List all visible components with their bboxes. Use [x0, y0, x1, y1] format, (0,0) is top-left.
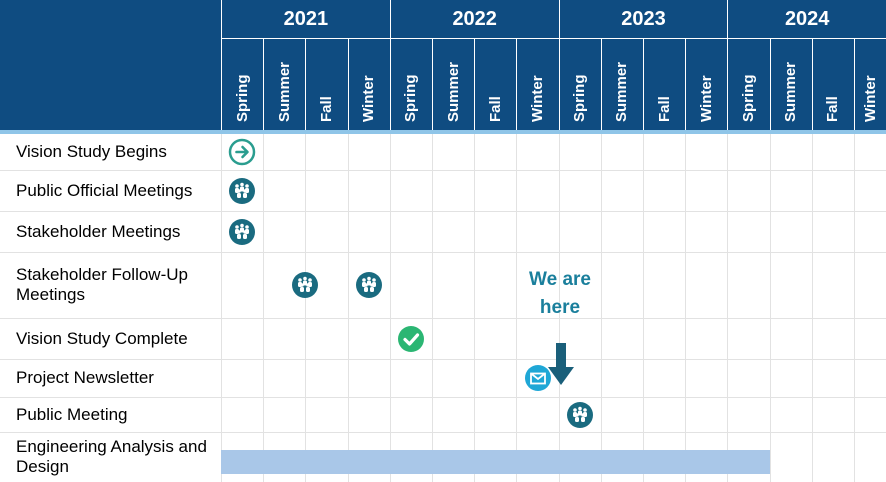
header-corner — [0, 0, 221, 130]
we-are-here-text: We are here — [510, 266, 610, 322]
grid-column-line — [769, 134, 771, 482]
grid-column-line — [389, 134, 391, 482]
season-header: Summer — [263, 38, 306, 130]
group-icon — [229, 218, 256, 245]
task-label: Stakeholder Meetings — [16, 221, 181, 241]
header-divider — [0, 130, 886, 134]
grid-row-line — [0, 397, 886, 398]
season-header: Winter — [854, 38, 886, 130]
season-label: Spring — [233, 74, 251, 123]
mail-icon — [524, 365, 551, 391]
season-header: Spring — [389, 38, 432, 130]
grid-row-line — [0, 318, 886, 319]
grid-column-line — [854, 134, 855, 482]
group-icon — [292, 272, 319, 298]
grid-column-line — [727, 134, 729, 482]
grid-column-line — [685, 134, 687, 482]
engineering-design-bar — [221, 450, 770, 474]
grid-row-line — [0, 211, 886, 212]
grid-column-line — [474, 134, 476, 482]
task-label: Vision Study Begins — [16, 142, 167, 161]
grid-row-line — [0, 359, 886, 360]
season-label: Winter — [697, 75, 715, 122]
grid-column-line — [305, 134, 307, 482]
grid-column-line — [221, 134, 222, 482]
season-header: Fall — [474, 38, 517, 130]
season-label: Winter — [861, 75, 879, 122]
grid-column-line — [643, 134, 644, 482]
grid-column-line — [558, 134, 560, 482]
season-header: Summer — [769, 38, 812, 130]
season-label: Fall — [317, 96, 335, 122]
year-header-2022: 2022 — [389, 0, 559, 38]
season-label: Spring — [402, 74, 420, 123]
grid-column-line — [516, 134, 518, 482]
season-label: Summer — [782, 61, 800, 122]
grid-column-line — [811, 134, 813, 482]
group-icon — [229, 177, 256, 204]
season-label: Fall — [486, 96, 504, 122]
we-are-here-line2: here — [539, 297, 581, 318]
season-header: Winter — [347, 38, 390, 130]
grid-column-line — [347, 134, 349, 482]
season-label: Summer — [444, 61, 462, 122]
season-header: Fall — [811, 38, 854, 130]
season-header: Spring — [558, 38, 601, 130]
down-arrow-icon — [548, 343, 574, 385]
grid-row-line — [0, 252, 886, 253]
check-circle-icon — [397, 325, 424, 352]
season-label: Spring — [739, 74, 757, 123]
season-label: Summer — [275, 61, 293, 122]
grid-column-line — [263, 134, 265, 482]
season-header: Spring — [221, 38, 264, 130]
group-icon — [566, 401, 593, 428]
season-header: Winter — [516, 38, 559, 130]
grid-column-line — [600, 134, 602, 482]
season-header: Summer — [600, 38, 643, 130]
season-header: Winter — [685, 38, 728, 130]
grid-column-line — [432, 134, 433, 482]
season-header: Summer — [432, 38, 475, 130]
arrow-right-circle-icon — [228, 138, 256, 166]
season-label: Spring — [571, 74, 589, 123]
task-label: Vision Study Complete — [16, 328, 188, 348]
season-label: Fall — [824, 96, 842, 122]
season-label: Winter — [528, 75, 546, 122]
season-header: Fall — [305, 38, 348, 130]
task-label: Public Official Meetings — [16, 180, 193, 200]
year-header-2021: 2021 — [221, 0, 390, 38]
season-label: Fall — [655, 96, 673, 122]
group-icon — [355, 272, 382, 298]
season-header: Fall — [643, 38, 686, 130]
year-header-2024: 2024 — [727, 0, 886, 38]
grid-row-line — [0, 432, 886, 433]
season-label: Winter — [360, 75, 378, 122]
task-label: Public Meeting — [16, 404, 128, 424]
task-label: Stakeholder Follow-Up Meetings — [16, 265, 188, 304]
year-header-2023: 2023 — [558, 0, 728, 38]
season-label: Summer — [613, 61, 631, 122]
we-are-here-line1: We are — [529, 269, 591, 290]
grid-row-line — [0, 170, 886, 171]
task-label: Project Newsletter — [16, 368, 154, 387]
task-label: Engineering Analysis and Design — [16, 437, 207, 476]
season-header: Spring — [727, 38, 770, 130]
